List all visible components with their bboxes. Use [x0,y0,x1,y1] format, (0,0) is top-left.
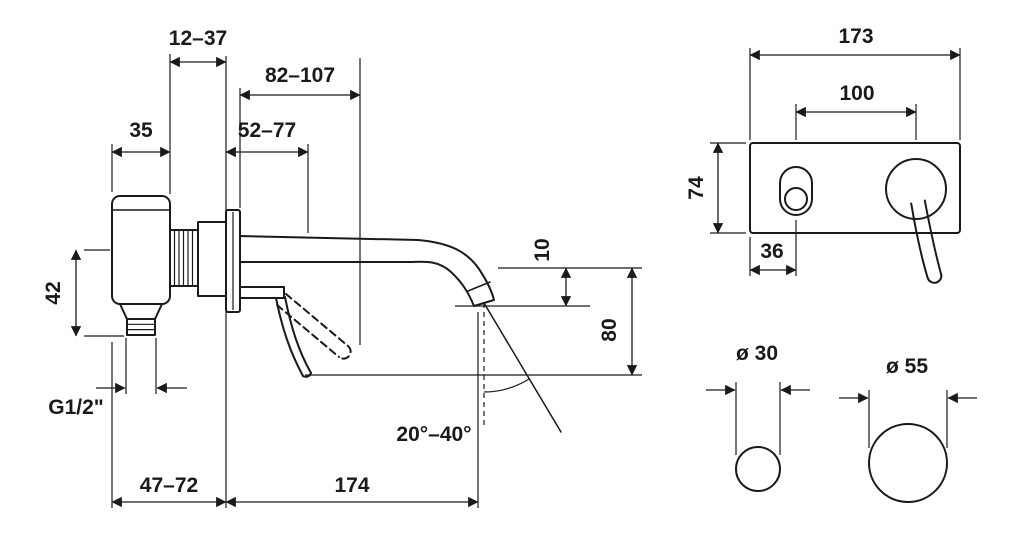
depth-adjust-label: 12–37 [169,27,227,50]
wall-range-label: 82–107 [265,64,335,87]
outlet-offset-label: 10 [531,238,554,261]
detail-spout-diameter: ø 30 [706,342,810,492]
detail-handle-diameter: ø 55 [839,355,977,503]
plate-width-label: 173 [838,25,873,48]
lever-handle [239,286,352,378]
valve-body [111,195,171,336]
spout [239,235,495,307]
body-height-label: 42 [42,281,65,304]
connection-thread-label: G1/2" [48,396,103,419]
hole-spacing-label: 100 [839,82,874,105]
spray-angle-label: 20°–40° [396,423,471,446]
spout-diameter-label: ø 30 [736,342,778,365]
dim-plate-width: 173 [749,25,961,140]
dim-plate-height: 74 [685,142,746,234]
dim-connection-thread: G1/2" [48,338,187,419]
dim-outlet-height: 80 [598,267,638,376]
threaded-connector [169,221,227,297]
wall-plate [749,142,961,234]
dim-hole-spacing: 100 [795,82,917,140]
outlet-height-label: 80 [598,318,621,341]
side-view: 20°–40° 12–37 82–107 35 52–77 [42,27,642,508]
escutcheon-plate-section [225,209,241,313]
detail-view: ø 30 ø 55 [706,342,977,503]
spray-angle-annotation: 20°–40° [396,302,562,446]
handle-diameter-label: ø 55 [886,355,928,378]
handle-front [885,158,947,284]
dim-body-width: 35 [111,119,171,192]
trim-range-label: 52–77 [238,119,296,142]
left-projection-label: 47–72 [140,474,198,497]
reference-lines [111,56,642,508]
front-view: 173 100 74 36 [685,25,961,284]
spout-projection-label: 174 [334,474,369,497]
dim-left-projection: 47–72 [111,474,227,508]
body-width-label: 35 [129,119,153,142]
dim-depth-adjust: 12–37 [169,27,227,194]
plate-height-label: 74 [685,176,708,200]
dim-body-height: 42 [42,249,124,337]
spout-outlet-front [779,166,813,216]
edge-to-outlet-label: 36 [760,240,783,263]
dim-outlet-offset: 10 [531,238,572,307]
dim-spout-projection: 174 [225,474,479,508]
dim-trim-range: 52–77 [225,119,309,233]
dim-edge-to-outlet: 36 [749,220,797,276]
